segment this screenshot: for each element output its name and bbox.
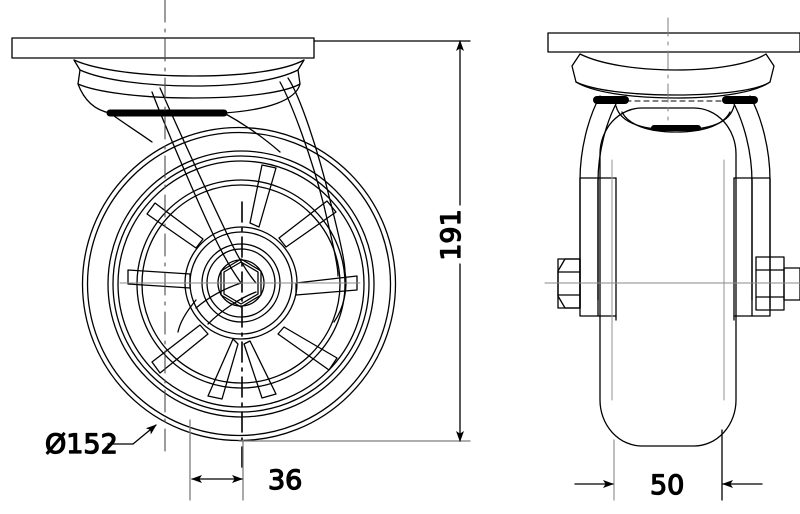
dimension-overall-height: 191 xyxy=(435,40,468,442)
side-wheel-body xyxy=(599,107,737,447)
side-fork-leg-left-plate xyxy=(579,177,599,317)
fork-leg-foot-right xyxy=(333,271,347,323)
side-view xyxy=(544,17,800,447)
fork-leg-right-edge xyxy=(287,77,346,273)
spoke xyxy=(151,324,209,374)
rim-outer-circle-2 xyxy=(117,160,365,408)
fork-knuckle-2 xyxy=(207,291,257,325)
hex-nut-front xyxy=(220,258,262,308)
rim-outer-circle xyxy=(112,155,370,413)
dimension-wheel-width: 50 xyxy=(574,429,763,502)
side-top-mounting-plate xyxy=(547,32,800,53)
dim-d152-text: Ø152 xyxy=(45,429,118,460)
fork-leg-left-edge xyxy=(151,91,242,284)
side-fork-leg-right-plate xyxy=(751,177,771,317)
spoke xyxy=(277,326,338,371)
spoke xyxy=(249,164,277,228)
dim-191-text: 191 xyxy=(436,209,467,261)
side-fork-leg-left-inner xyxy=(597,99,619,301)
swivel-head-skirt xyxy=(109,112,153,143)
side-fork-leg-right-inner xyxy=(731,99,753,301)
side-swivel-raceway-top xyxy=(579,53,767,71)
side-swivel-cup-2 xyxy=(621,111,731,133)
side-swivel-raceway-2 xyxy=(575,81,771,96)
swivel-lower-lip-right xyxy=(223,83,301,114)
side-fork-leg-right-outer xyxy=(749,95,771,309)
wheel-spokes xyxy=(127,164,358,400)
fork-leg-left-edge-2 xyxy=(159,87,257,284)
front-view-fork xyxy=(151,77,347,333)
dimension-swivel-offset: 36 xyxy=(189,419,303,501)
swivel-raceway-body-2 xyxy=(79,69,299,87)
side-axle-thread-end xyxy=(783,267,800,301)
rim-web-circle-2 xyxy=(141,184,341,384)
swivel-lower-lip-left xyxy=(77,83,111,114)
side-axle-nut-body xyxy=(557,258,581,309)
tyre-inner-circle xyxy=(107,150,375,418)
spoke xyxy=(295,275,358,296)
top-mounting-plate xyxy=(11,37,315,59)
spoke xyxy=(146,202,204,249)
swivel-raceway-top xyxy=(73,59,305,77)
dim-36-text: 36 xyxy=(268,465,302,496)
fork-knuckle xyxy=(195,282,242,309)
spoke xyxy=(243,340,277,399)
dim-50-text: 50 xyxy=(650,470,684,501)
side-swivel-raceway xyxy=(571,53,775,99)
side-axle-assembly xyxy=(557,256,800,311)
tyre-outer-circle-inner xyxy=(86,131,392,437)
spoke xyxy=(207,338,239,400)
side-fork-leg-left-outer xyxy=(579,95,601,309)
dimension-wheel-diameter: Ø152 xyxy=(44,424,157,461)
dim-d152-leader-angled xyxy=(132,424,157,445)
side-axle-nut-hex xyxy=(557,258,581,309)
front-view-swivel-head xyxy=(11,37,471,153)
swivel-head-skirt-2 xyxy=(223,112,281,153)
hex-nut-front-inner xyxy=(223,261,259,305)
fork-leg-foot-left xyxy=(177,299,197,333)
swivel-raceway-body xyxy=(73,59,305,99)
spoke xyxy=(278,200,337,248)
fork-leg-outer-right xyxy=(279,81,339,277)
